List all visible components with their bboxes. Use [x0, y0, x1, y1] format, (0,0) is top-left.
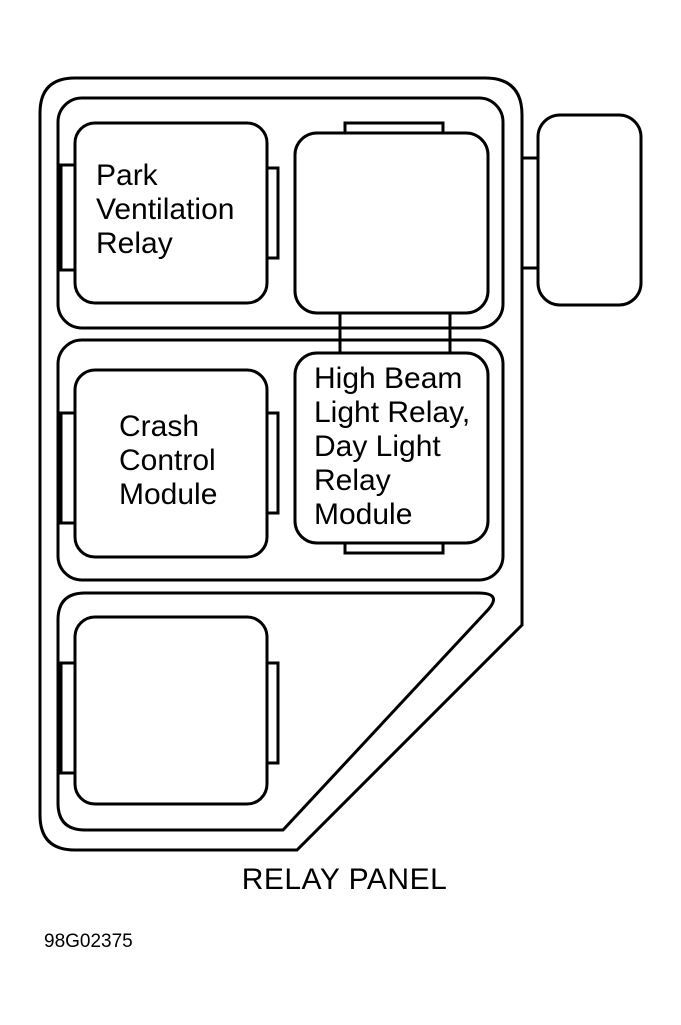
lower-compartment: [56, 591, 495, 832]
panel-outer-housing: [38, 76, 524, 852]
middle-compartment: [56, 338, 505, 582]
unlabeled-relay-upper-right: [293, 121, 490, 353]
high-beam-day-light-relay-module-label: High Beam Light Relay, Day Light Relay M…: [314, 362, 471, 531]
figure-id: 98G02375: [44, 931, 133, 952]
diagram-caption: RELAY PANEL: [241, 863, 448, 896]
crash-control-module-label: Crash Control Module: [119, 410, 218, 511]
upper-compartment: [56, 96, 505, 330]
external-relay-right: [522, 113, 643, 307]
park-ventilation-relay: [59, 121, 280, 305]
high-beam-day-light-relay-module: [293, 351, 490, 555]
park-ventilation-relay-label: Park Ventilation Relay: [96, 159, 235, 260]
crash-control-module: [59, 368, 280, 559]
unlabeled-relay-lower: [59, 615, 280, 806]
